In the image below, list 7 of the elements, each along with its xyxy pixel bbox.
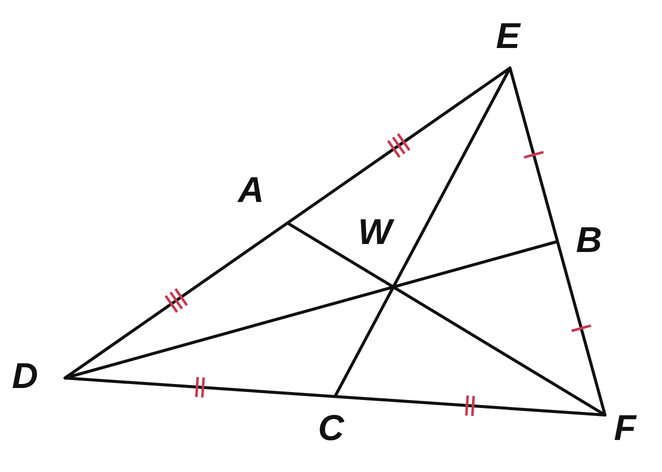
point-label: D — [12, 358, 38, 394]
point-label: E — [496, 18, 520, 54]
point-label: A — [238, 172, 264, 208]
point-label: C — [318, 410, 344, 446]
point-label: W — [358, 214, 392, 250]
point-label: F — [614, 410, 636, 446]
point-label: B — [576, 222, 602, 258]
